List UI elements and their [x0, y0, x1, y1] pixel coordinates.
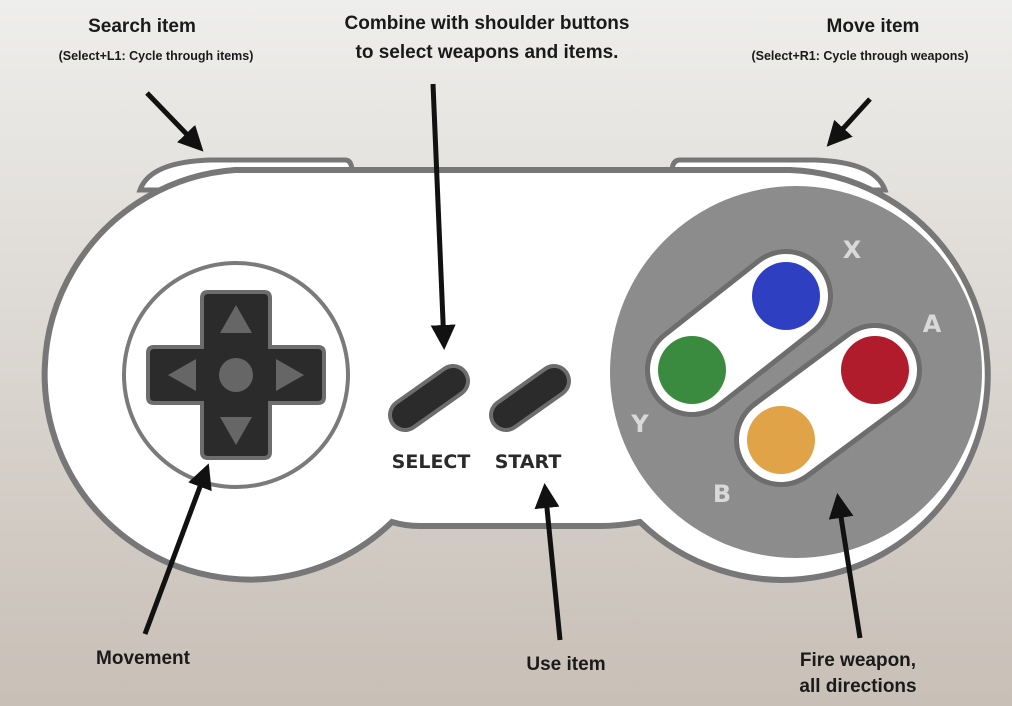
- dpad-down-icon: [220, 417, 252, 445]
- search-arrow: [145, 91, 204, 152]
- select-label: SELECT: [392, 451, 471, 473]
- search-item-title: Search item: [88, 16, 196, 37]
- movement-label: Movement: [96, 648, 191, 669]
- a-button[interactable]: [841, 336, 909, 404]
- dpad-right-icon: [276, 359, 304, 391]
- combine-arrow: [430, 83, 456, 350]
- fire-weapon-line1: Fire weapon,: [800, 650, 916, 671]
- b-button[interactable]: [747, 406, 815, 474]
- x-button[interactable]: [752, 262, 820, 330]
- use-item-label: Use item: [526, 654, 605, 675]
- dpad-up-icon: [220, 305, 252, 333]
- move-item-title: Move item: [827, 16, 920, 37]
- movement-arrow: [142, 463, 212, 635]
- y-letter: Y: [630, 410, 649, 438]
- dpad-left-icon: [168, 359, 196, 391]
- y-button[interactable]: [658, 336, 726, 404]
- x-letter: X: [843, 236, 862, 264]
- start-label: START: [495, 451, 562, 473]
- move-item-subtitle: (Select+R1: Cycle through weapons): [751, 49, 968, 63]
- combine-line2: to select weapons and items.: [356, 42, 619, 63]
- select-button-face: [392, 368, 466, 428]
- move-arrow: [826, 97, 872, 147]
- start-button-face: [493, 368, 567, 428]
- fire-weapon-line2: all directions: [799, 676, 916, 697]
- use-item-arrow: [534, 483, 563, 641]
- search-item-subtitle: (Select+L1: Cycle through items): [59, 49, 254, 63]
- b-letter: B: [713, 480, 731, 508]
- fire-arrow: [828, 493, 863, 639]
- dpad-center-icon: [219, 358, 253, 392]
- combine-line1: Combine with shoulder buttons: [345, 13, 630, 34]
- a-letter: A: [923, 310, 942, 338]
